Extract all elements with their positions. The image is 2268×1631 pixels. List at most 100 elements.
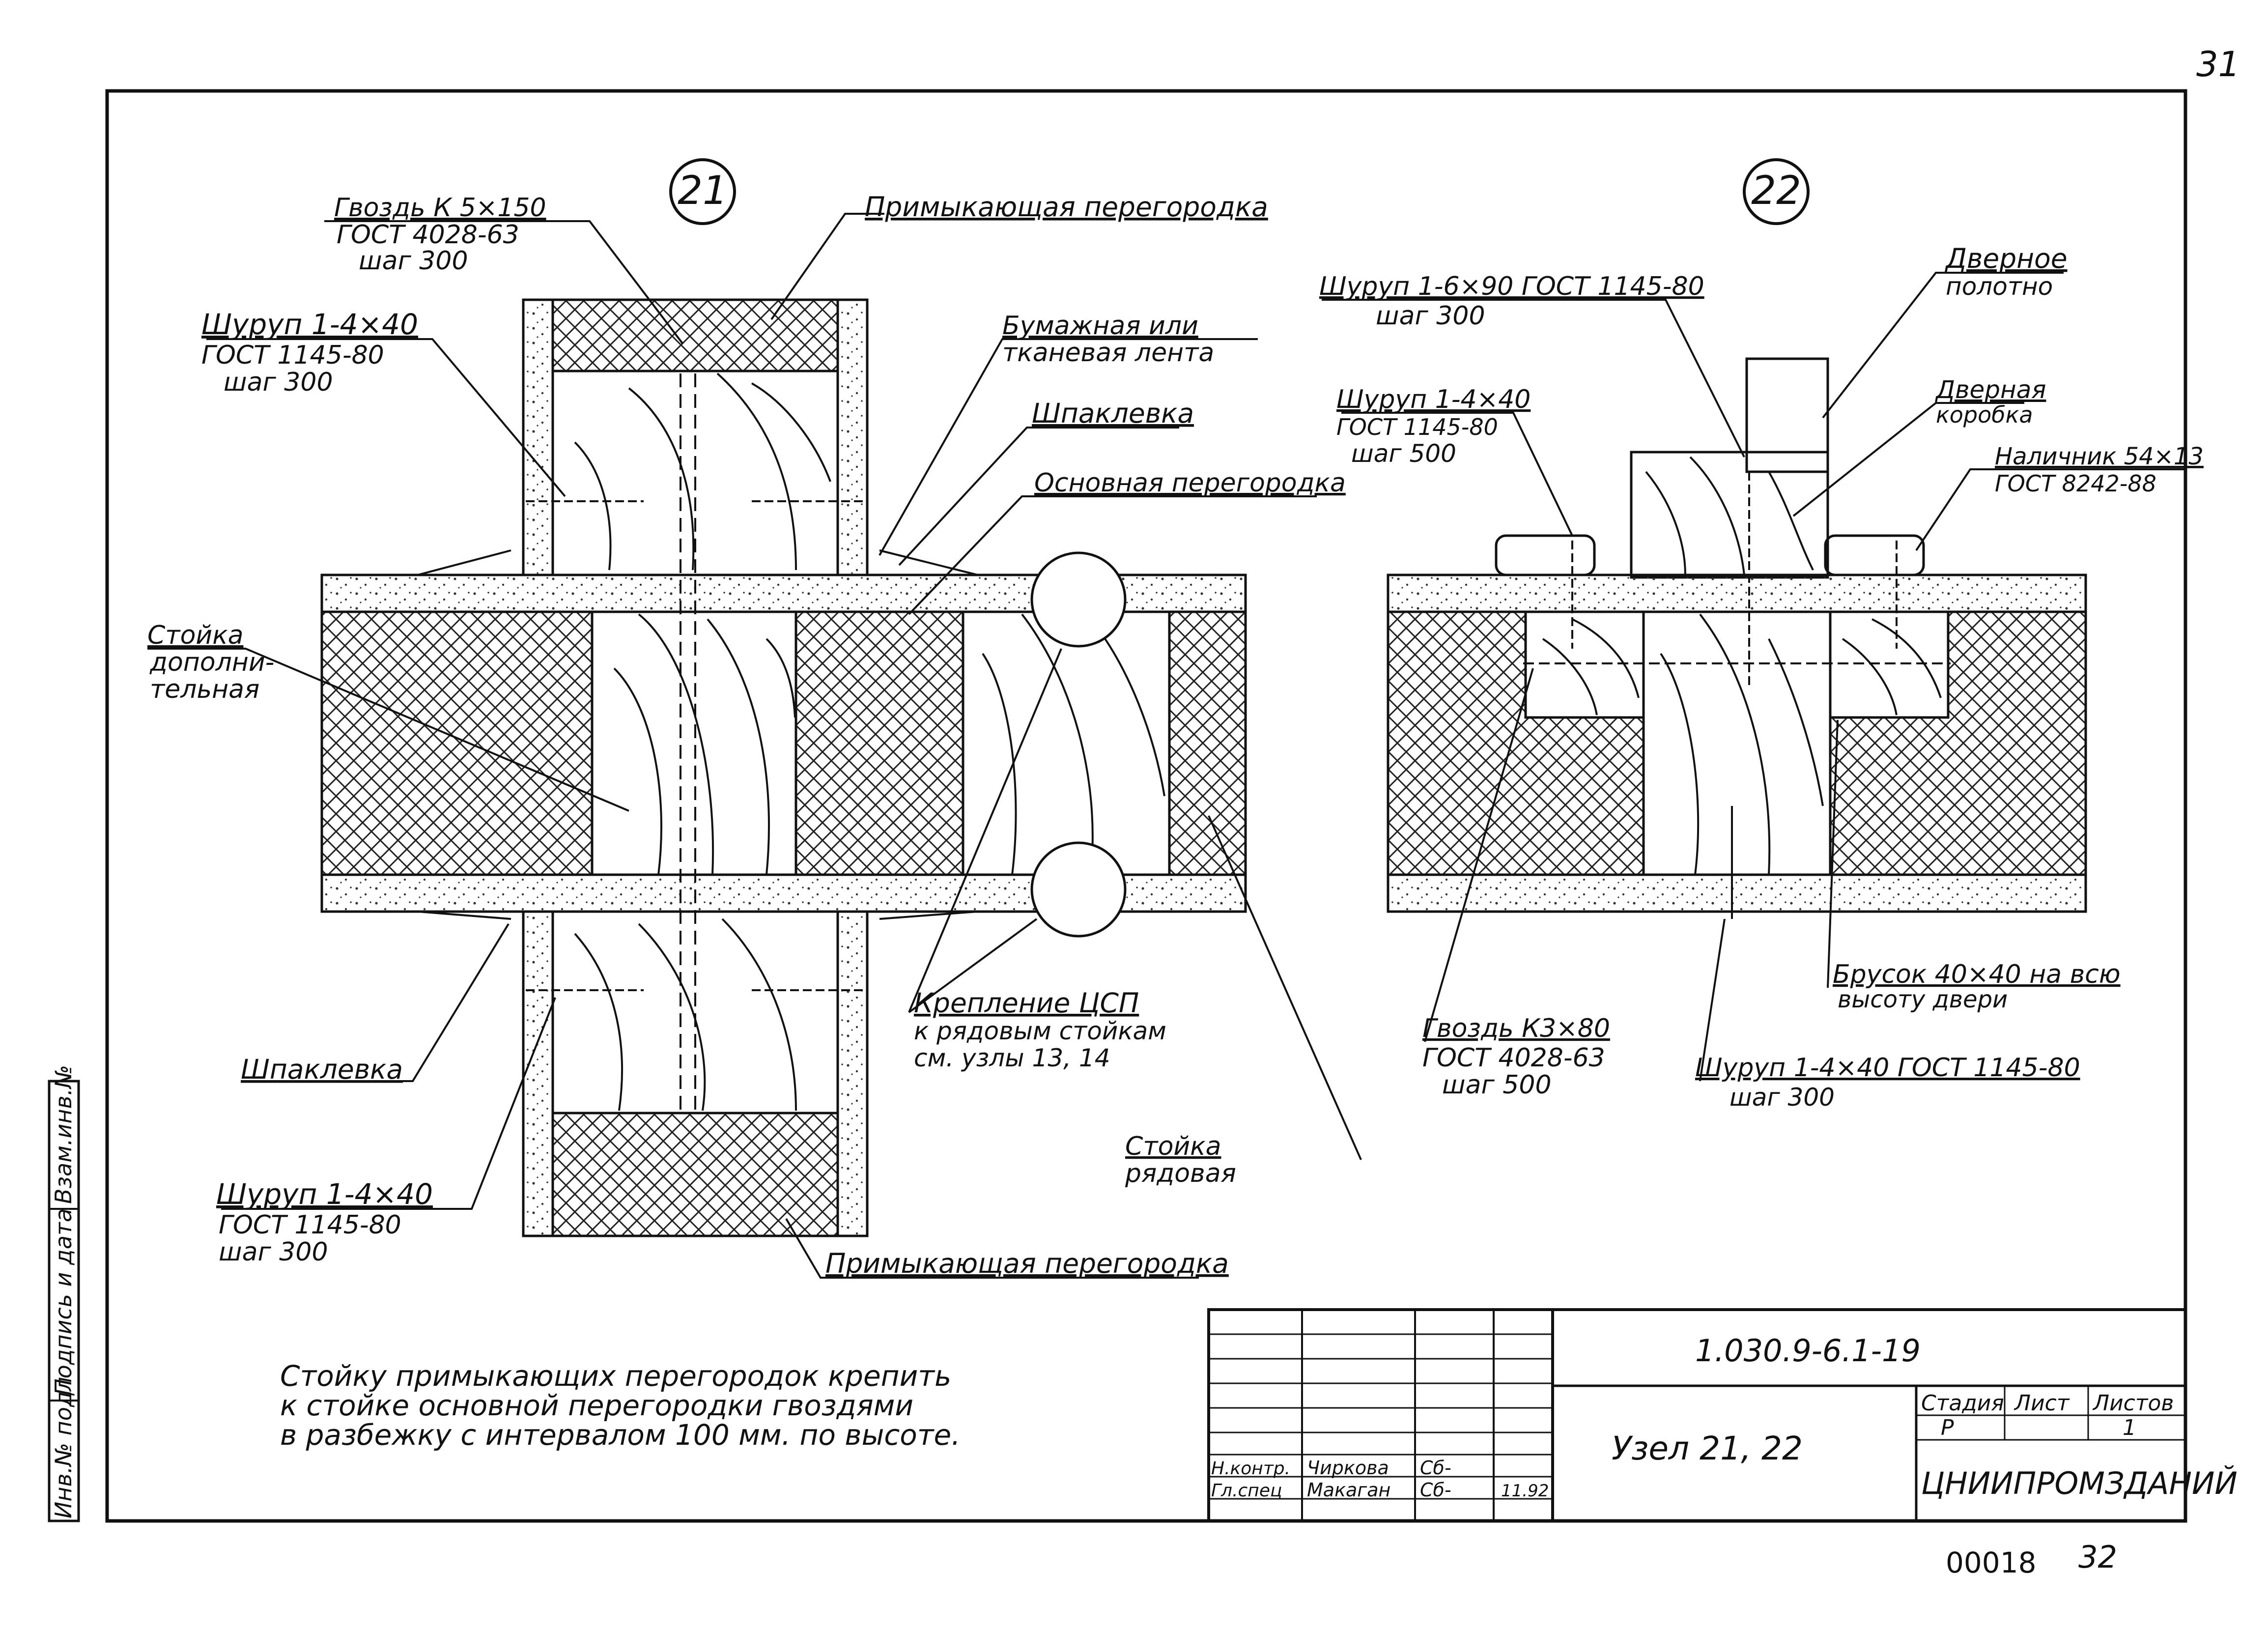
stage-value: Р [1941,1415,1954,1440]
label-screw-lb-1: Шуруп 1-4×40 [216,1177,433,1211]
bar-left [1524,610,1645,719]
label-fastening-2: к рядовым стойкам [914,1017,1166,1045]
node-21: 21 [147,158,1362,1279]
label-screw-left-2: ГОСТ 1145-80 [1336,414,1498,440]
main-insulation-right [1168,610,1247,876]
node-22-number: 22 [1751,168,1801,213]
additional-post-grain [613,613,796,875]
door-frame-grain [1645,456,1814,575]
label-fastening-1: Крепление ЦСП [914,987,1139,1019]
label-post-additional-3: тельная [150,675,259,704]
main-insulation-left [320,610,594,876]
label-fastening-3: см. узлы 13, 14 [914,1044,1110,1072]
side-stamp-3: Взам.инв.№ [50,1065,77,1204]
regular-post [962,610,1171,876]
bar-right-grain [1842,618,1942,715]
label-screw-lt-3: шаг 300 [224,368,333,397]
label-post-additional-1: Стойка [147,621,243,650]
side-stamp-2: Подпись и дата [50,1208,77,1396]
note-line-3: в разбежку с интервалом 100 мм. по высот… [280,1418,961,1452]
label-screw-lb-3: шаг 300 [219,1237,328,1267]
stage-header: Стадия [1921,1391,2004,1416]
node-21-labels: Гвоздь К 5×150 ГОСТ 4028-63 шаг 300 Прим… [147,191,1346,1279]
label-screw-top-2: шаг 300 [1376,301,1485,331]
label-screw-bottom-1: Шуруп 1-4×40 ГОСТ 1145-80 [1695,1053,2080,1083]
label-door-leaf-2: полотно [1946,272,2053,301]
side-stamp-1: Инв.№ подл [50,1377,77,1518]
archive-number: 00018 [1946,1546,2037,1579]
label-door-frame-1: Дверная [1935,375,2046,404]
fastening-circle-top [1030,551,1127,648]
label-screw-left-1: Шуруп 1-4×40 [1336,385,1531,414]
bottom-putty-right [879,911,978,920]
node-21-marker [669,158,736,225]
label-bar-1: Брусок 40×40 на всю [1833,960,2121,989]
node22-board-top [1387,573,2087,613]
label-putty-top: Шпаклевка [1032,398,1194,429]
label-screw-lt-2: ГОСТ 1145-80 [201,341,384,370]
label-adjacent-top: Примыкающая перегородка [865,191,1268,223]
title-block: 1.030.9-6.1-19 Узел 21, 22 Стадия Лист Л… [1207,1308,2238,1522]
label-screw-lt-1: Шуруп 1-4×40 [201,308,418,341]
label-nail-top-2: ГОСТ 4028-63 [337,220,519,250]
sheets-value: 1 [2123,1415,2136,1440]
label-adjacent-bottom: Примыкающая перегородка [825,1248,1229,1279]
label-post-regular-2: рядовая [1125,1159,1236,1188]
top-adjacent-insulation [551,298,839,372]
bar-right [1829,610,1950,719]
sheet-header: Лист [2013,1391,2070,1416]
door-leaf [1745,357,1829,473]
label-nail-bottom-2: ГОСТ 4028-63 [1422,1043,1605,1073]
node-22-leaders [1322,272,2184,1082]
label-screw-top-1: Шуруп 1-6×90 ГОСТ 1145-80 [1319,272,1704,301]
node-22: 22 [1322,158,2184,1082]
date-2: 11.92 [1501,1481,1549,1501]
footer-page-number: 32 [2078,1539,2117,1575]
label-tape-2: тканевая лента [1002,338,1214,368]
label-screw-left-3: шаг 500 [1351,439,1456,468]
sign-2: Сб- [1420,1479,1451,1501]
label-post-regular-1: Стойка [1125,1132,1221,1161]
label-tape-1: Бумажная или [1002,311,1198,341]
label-screw-lb-2: ГОСТ 1145-80 [219,1210,401,1240]
label-trim-2: ГОСТ 8242-88 [1995,470,2156,497]
top-adjacent-board-left [522,298,554,576]
label-post-additional-2: дополни- [149,648,274,677]
node22-post [1642,610,1832,876]
side-stamp: Инв.№ подл Подпись и дата Взам.инв.№ [48,1065,80,1522]
name-1: Чиркова [1307,1457,1389,1479]
doc-code: 1.030.9-6.1-19 [1695,1333,1921,1369]
label-nail-top-3: шаг 300 [359,246,468,276]
label-main-partition: Основная перегородка [1034,468,1346,498]
node-21-number: 21 [678,168,728,213]
label-nail-top-1: Гвоздь К 5×150 [334,193,546,223]
trim-right [1824,534,1925,576]
label-trim-1: Наличник 54×13 [1995,443,2204,470]
top-putty-right [879,549,978,576]
note-line-1: Стойку примыкающих перегородок крепить [280,1359,951,1393]
bottom-post-wood-grain [574,918,797,1111]
label-putty-bottom: Шпаклевка [241,1054,403,1085]
note-line-2: к стойке основной перегородки гвоздями [280,1389,913,1422]
top-putty-left [417,549,511,576]
fastening-circle-bottom [1030,841,1127,938]
bar-left-grain [1542,618,1640,715]
node-21-leaders [147,213,1362,1279]
main-insulation-mid [794,610,964,876]
node22-post-grain [1660,613,1824,875]
node-22-labels: Шуруп 1-6×90 ГОСТ 1145-80 шаг 300 Дверно… [1319,243,2204,1112]
node22-board-bottom [1387,873,2087,913]
trim-left [1495,534,1596,576]
sheet-title: Узел 21, 22 [1612,1430,1803,1467]
top-post-wood-grain [574,372,831,571]
label-bar-2: высоту двери [1838,986,2008,1013]
label-nail-bottom-1: Гвоздь К3×80 [1422,1014,1610,1043]
bottom-adjacent-board-right [836,910,869,1237]
label-nail-bottom-3: шаг 500 [1442,1070,1552,1100]
role-2: Гл.спец [1211,1481,1282,1501]
additional-post [591,610,797,876]
bottom-putty-left [417,911,511,920]
role-1: Н.контр. [1211,1459,1290,1479]
label-door-frame-2: коробка [1936,401,2033,428]
bottom-adjacent-insulation [551,1112,839,1237]
